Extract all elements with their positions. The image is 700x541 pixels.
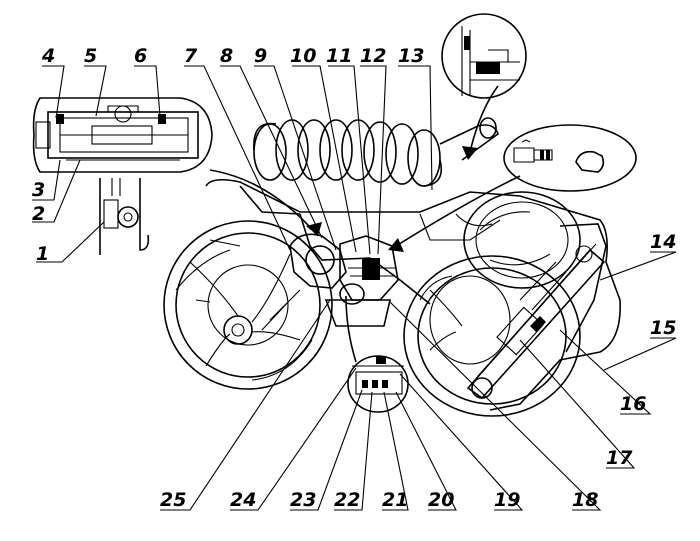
callout-7: 7 <box>184 45 198 67</box>
callout-labels: 4 5 6 7 8 9 10 11 12 13 3 2 1 14 15 16 1… <box>32 45 676 511</box>
right-wheel <box>403 255 581 417</box>
callout-11: 11 <box>326 45 352 67</box>
callout-6: 6 <box>134 45 147 67</box>
bottom-inset-detail <box>347 355 409 413</box>
callout-14: 14 <box>650 231 676 253</box>
callout-17: 17 <box>606 447 633 469</box>
left-inset-detail <box>32 97 213 255</box>
callout-24: 24 <box>230 489 256 511</box>
callout-5: 5 <box>84 45 97 67</box>
center-hub <box>261 233 399 331</box>
callout-8: 8 <box>220 45 233 67</box>
callout-1: 1 <box>36 243 49 265</box>
callout-19: 19 <box>494 489 520 511</box>
callout-2: 2 <box>32 203 45 225</box>
callout-3: 3 <box>32 179 45 201</box>
callout-16: 16 <box>620 393 646 415</box>
rear-wheel <box>463 191 581 289</box>
callout-4: 4 <box>41 45 55 67</box>
callout-15: 15 <box>650 317 676 339</box>
callout-20: 20 <box>428 489 454 511</box>
detail-arrows <box>209 85 521 363</box>
callout-9: 9 <box>254 45 267 67</box>
coil-spring <box>253 117 499 187</box>
top-right-inset-detail <box>441 13 527 99</box>
callout-22: 22 <box>334 489 360 511</box>
right-inset-detail <box>503 124 637 192</box>
main-housing <box>205 178 621 411</box>
callout-25: 25 <box>160 489 186 511</box>
callout-13: 13 <box>398 45 424 67</box>
leader-lines <box>32 65 677 511</box>
callout-23: 23 <box>290 489 316 511</box>
shock-absorber <box>466 243 606 400</box>
callout-12: 12 <box>360 45 386 67</box>
left-wheel <box>163 220 333 390</box>
callout-18: 18 <box>572 489 598 511</box>
callout-21: 21 <box>382 489 408 511</box>
callout-10: 10 <box>290 45 316 67</box>
